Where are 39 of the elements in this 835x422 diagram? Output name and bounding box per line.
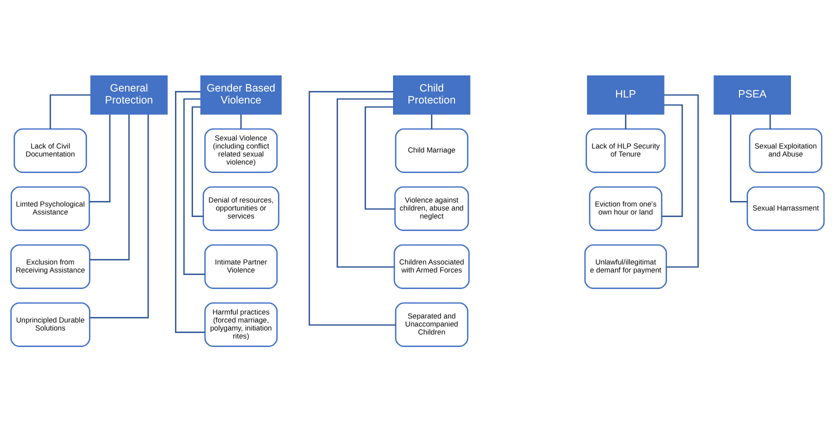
connector [770,114,771,129]
node-box: Lack of Civil Documentation [14,128,87,173]
node-box: Sexual Harrassment [746,186,825,231]
connector [364,106,395,210]
node-box: Unlawful/illegitimate demanf for payment [584,244,667,289]
node-box: Limted Psychological Assistance [10,186,90,231]
node-box: General Protection [90,75,168,115]
node-box: Lack of HLP Security of Tenure [586,128,666,173]
node-box: Eviction from one's own hour or land [589,186,662,231]
connector [431,114,432,129]
node-box: Children Associated with Armed Forces [394,244,470,289]
connector [662,104,683,217]
node-box: Unprincipled Durable Solutions [10,302,90,347]
node-box: Sexual Violence (including conflict related sexual violence) [204,128,278,173]
connector [336,98,394,268]
connector [240,114,242,129]
connector [625,114,626,129]
connector [90,114,149,318]
connector [90,114,130,260]
node-box: PSEA [714,75,791,115]
node-box: Sexual Exploitation and Abuse [749,128,822,173]
node-box: Child Protection [393,75,470,115]
connector [730,114,748,202]
node-box: Child Marriage [395,128,468,173]
node-box: Violence against children, abuse and neglect [394,186,469,231]
connector [50,94,91,129]
node-box: Exclusion from Receiving Assistance [10,244,90,289]
node-box: Separated and Unaccompanied Children [395,302,468,347]
connector [308,91,396,326]
node-box: HLP [587,75,664,115]
connector [664,94,699,268]
node-box: Intimate Partner Violence [204,244,278,289]
connector [192,106,204,217]
node-box: Harmful practices (forced marriage, polygamy, initiation rites) [204,302,278,347]
connector [89,114,110,202]
node-box: Denial of resources, opportunities or services [202,186,280,231]
connector [175,91,205,333]
connector [183,98,205,275]
node-box: Gender Based Violence [200,75,282,115]
